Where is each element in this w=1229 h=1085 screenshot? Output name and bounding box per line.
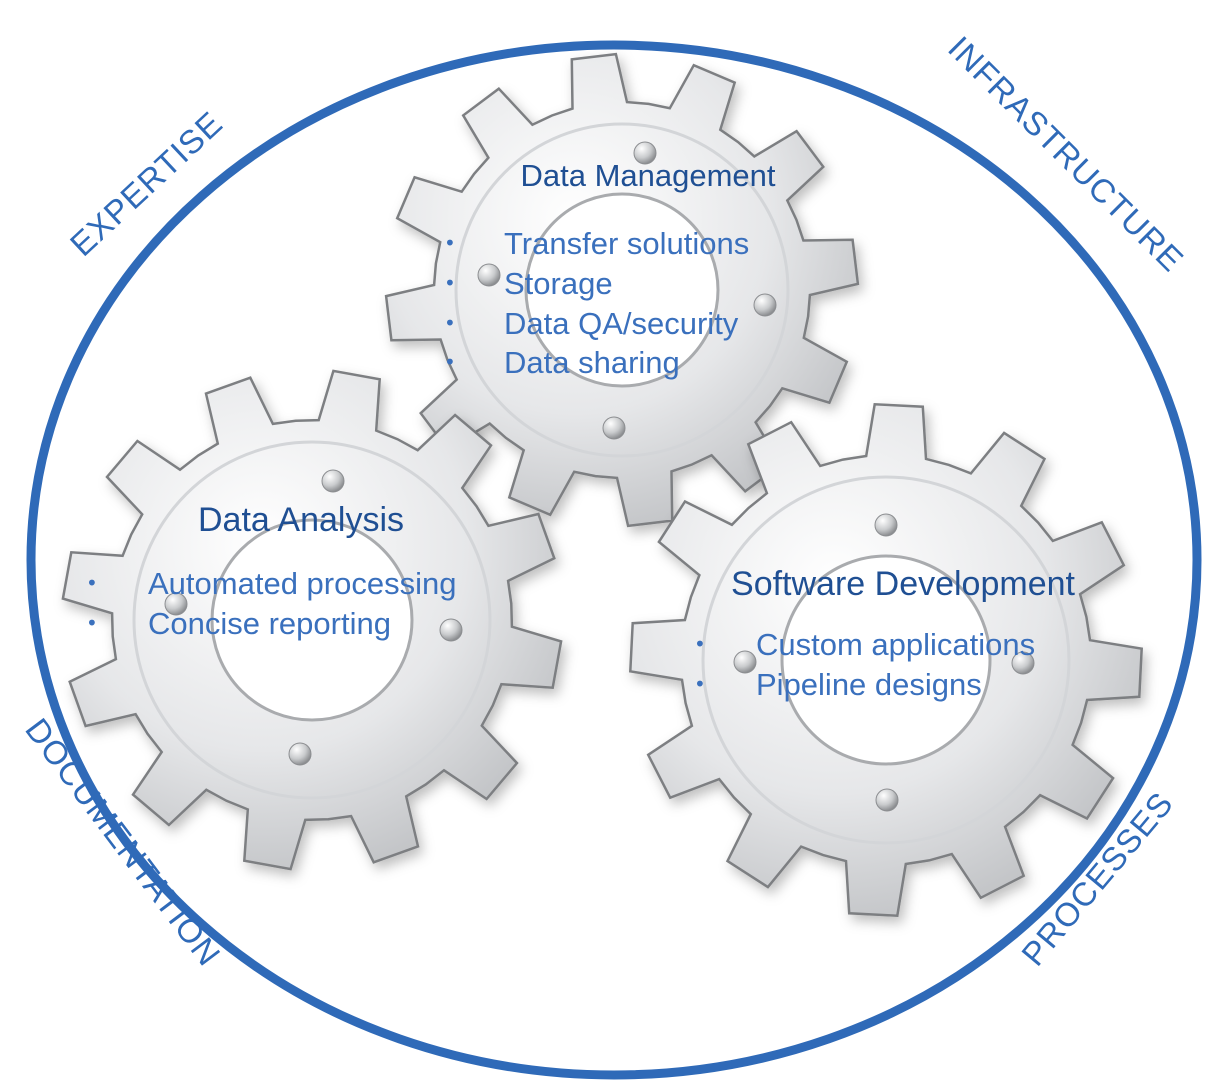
bullet-icon: • — [86, 611, 98, 635]
gear-icon — [384, 52, 860, 528]
data-analysis-block: Data Analysis • Automated processing • C… — [86, 501, 456, 641]
bolt-icon — [477, 263, 501, 287]
bolt-icon — [164, 592, 188, 616]
software-development-block: Software Development • Custom applicatio… — [694, 565, 1076, 702]
data-management-item: Storage — [504, 266, 613, 301]
gear-hole — [524, 192, 720, 388]
bullet-icon: • — [694, 632, 706, 656]
ring-label-expertise: EXPERTISE — [63, 104, 230, 263]
bolt-icon — [321, 469, 345, 493]
gear-hole — [780, 554, 992, 766]
gear-icon — [628, 402, 1144, 918]
bolt-icon — [753, 293, 777, 317]
gear-rim — [132, 440, 492, 800]
gear-rim — [454, 122, 790, 458]
bolt-icon — [602, 416, 626, 440]
software-development-item: Pipeline designs — [756, 667, 982, 702]
bolt-icon — [288, 742, 312, 766]
software-development-title: Software Development — [731, 565, 1076, 603]
bullet-icon: • — [694, 672, 706, 696]
data-management-item: Transfer solutions — [504, 226, 749, 261]
ring-label-processes: PROCESSES — [1014, 785, 1180, 973]
bullet-icon: • — [444, 350, 456, 374]
data-analysis-item: Automated processing — [148, 566, 456, 601]
outer-ring — [26, 40, 1202, 1080]
data-analysis-item: Concise reporting — [148, 606, 391, 641]
bolt-icon — [875, 788, 899, 812]
data-analysis-title: Data Analysis — [198, 501, 404, 539]
data-management-title: Data Management — [520, 158, 775, 193]
data-management-item: Data QA/security — [504, 306, 739, 341]
bullet-icon: • — [86, 571, 98, 595]
bolt-icon — [439, 618, 463, 642]
software-development-item: Custom applications — [756, 627, 1035, 662]
gear-hole — [210, 518, 414, 722]
bolt-icon — [733, 650, 757, 674]
gear-icon — [61, 369, 563, 871]
bullet-icon: • — [444, 231, 456, 255]
bolt-icon — [633, 141, 657, 165]
bolt-icon — [1011, 651, 1035, 675]
bolt-icon — [874, 513, 898, 537]
data-management-item: Data sharing — [504, 345, 680, 380]
gear-rim — [701, 475, 1071, 845]
data-management-block: Data Management • Transfer solutions • S… — [444, 158, 776, 380]
bullet-icon: • — [444, 271, 456, 295]
bullet-icon: • — [444, 311, 456, 335]
